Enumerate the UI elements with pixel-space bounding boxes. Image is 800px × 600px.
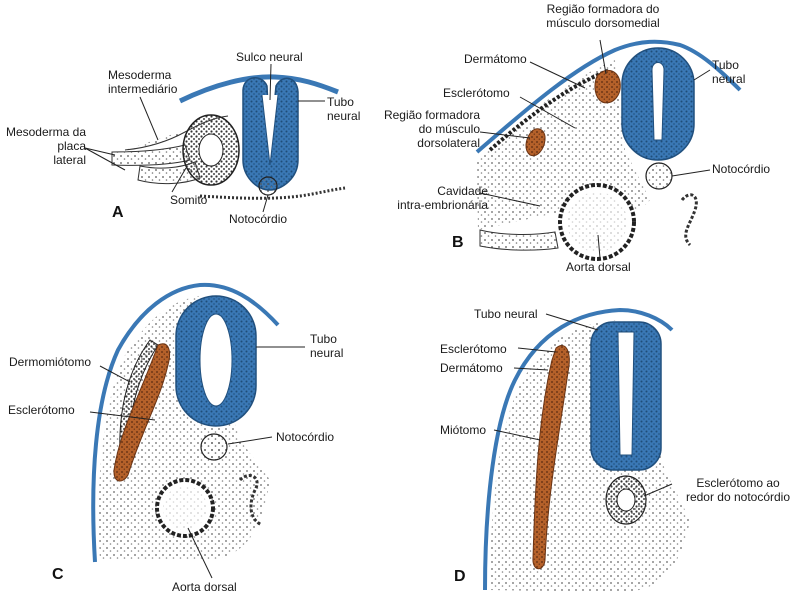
label-b-regiao-dorsomedial: Região formadora do músculo dorsomedial: [478, 2, 728, 30]
panel-letter-d: D: [454, 568, 466, 586]
label-b-dermatomo: Dermátomo: [464, 52, 527, 66]
panel-letter-a: A: [112, 204, 124, 222]
label-b-notocordio: Notocórdio: [712, 162, 770, 176]
panel-d-drawing: [485, 310, 690, 592]
label-d-esclerotomo-notocordio: Esclerótomo ao redor do notocórdio: [676, 476, 800, 504]
label-c-esclerotomo: Esclerótomo: [8, 403, 75, 417]
label-b-aorta-dorsal: Aorta dorsal: [566, 260, 631, 274]
label-d-dermatomo: Dermátomo: [440, 361, 503, 375]
panel-c-drawing: [90, 285, 305, 578]
label-b-cavidade: Cavidade intra-embrionária: [378, 184, 488, 212]
label-b-esclerotomo: Esclerótomo: [443, 86, 510, 100]
panel-letter-b: B: [452, 234, 464, 252]
label-c-dermomiotomo: Dermomiótomo: [9, 355, 91, 369]
label-a-tubo-neural: Tubo neural: [327, 95, 360, 123]
label-a-mesoderma-intermediario: Mesoderma intermediário: [108, 68, 177, 96]
label-d-esclerotomo: Esclerótomo: [440, 342, 507, 356]
label-b-regiao-dorsolateral: Região formadora do músculo dorsolateral: [378, 108, 480, 150]
label-a-notocordio: Notocórdio: [229, 212, 287, 226]
label-a-mesoderma-placa-lateral: Mesoderma da placa lateral: [2, 125, 86, 167]
label-c-aorta-dorsal: Aorta dorsal: [172, 580, 237, 594]
label-a-somito: Somito: [170, 193, 207, 207]
label-d-tubo-neural: Tubo neural: [474, 307, 538, 321]
label-c-tubo-neural: Tubo neural: [310, 332, 343, 360]
label-c-notocordio: Notocórdio: [276, 430, 334, 444]
label-b-tubo-neural: Tubo neural: [712, 58, 745, 86]
panel-letter-c: C: [52, 566, 64, 584]
label-a-sulco-neural: Sulco neural: [236, 50, 303, 64]
panel-b-drawing: [477, 40, 740, 259]
label-d-miotomo: Miótomo: [440, 423, 486, 437]
